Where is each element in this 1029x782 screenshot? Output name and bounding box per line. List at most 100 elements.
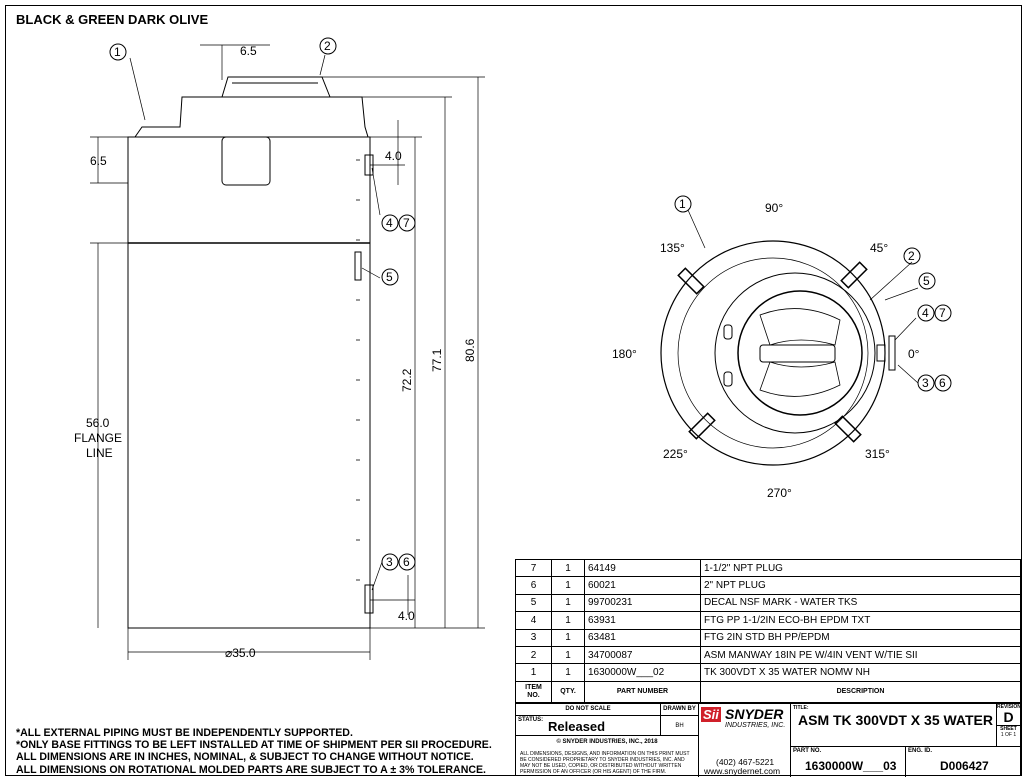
note: *ALL EXTERNAL PIPING MUST BE INDEPENDENT… (16, 727, 353, 739)
balloon: 7 (939, 306, 946, 320)
balloon: 3 (386, 555, 393, 569)
front-balloons: 1 2 4 7 5 3 6 (109, 37, 416, 571)
balloon: 4 (922, 306, 929, 320)
dim-manway-offset: 6.5 (240, 44, 257, 58)
bom-description: ASM MANWAY 18IN PE W/4IN VENT W/TIE SII (700, 645, 1021, 665)
status-label: STATUS: (518, 717, 544, 723)
dim-dome-height: 6.5 (90, 154, 107, 168)
header-desc: DESCRIPTION (700, 680, 1021, 703)
sheet-label: SHEET (1000, 726, 1017, 732)
eng-id-cell: ENG. ID. D006427 (906, 747, 1020, 777)
header-qty: QTY. (551, 680, 585, 703)
balloon: 7 (403, 216, 410, 230)
dimension-lines (90, 44, 485, 660)
disclaimer: ALL DIMENSIONS, DESIGNS, AND INFORMATION… (520, 751, 690, 775)
balloon: 6 (939, 376, 946, 390)
bom-part-number: 60021 (584, 576, 701, 595)
logo-mark: Sii (701, 707, 721, 722)
balloon: 3 (922, 376, 929, 390)
balloon: 5 (923, 274, 930, 288)
website: www.snydernet.com (704, 766, 781, 776)
level-marks (356, 159, 360, 581)
logo-area: Sii SNYDER INDUSTRIES, INC. (402) 467-52… (700, 704, 790, 777)
title-cell: TITLE: ASM TK 300VDT X 35 WATER (791, 704, 996, 747)
dim-line-label: LINE (86, 446, 113, 460)
note: *ONLY BASE FITTINGS TO BE LEFT INSTALLED… (16, 739, 492, 752)
bom-part-number: 63931 (584, 611, 701, 630)
bom-item: 7 (515, 558, 552, 578)
status-value: Released (548, 719, 606, 734)
bom-description: DECAL NSF MARK - WATER TKS (700, 593, 1021, 613)
dim-72: 72.2 (400, 368, 414, 392)
bom-qty: 1 (551, 593, 585, 613)
bom-part-number: 63481 (584, 628, 701, 647)
bom-item: 6 (515, 576, 552, 595)
bom-description: 1-1/2" NPT PLUG (700, 558, 1021, 578)
tie-down-slots (677, 261, 868, 443)
header-item: ITEM NO. (515, 680, 552, 703)
logo-name: SNYDER (725, 706, 784, 722)
dim-flange-label: FLANGE (74, 431, 122, 445)
bom-header: ITEM NO. QTY. PART NUMBER DESCRIPTION (515, 680, 1021, 703)
drawn-by: BH (661, 716, 698, 736)
do-not-scale: DO NOT SCALE (516, 704, 661, 716)
sheet: 1 OF 1 (1000, 732, 1017, 738)
header-part: PART NUMBER (584, 680, 701, 703)
top-view: 90° 45° 135° 180° 0° 225° 315° 270° 1 2 … (612, 195, 952, 500)
eng-id-label: ENG. ID. (908, 748, 933, 754)
bom-description: TK 300VDT X 35 WATER NOMW NH (700, 663, 1021, 682)
note: ALL DIMENSIONS ARE IN INCHES, NOMINAL, &… (16, 751, 474, 764)
dim-flange-line: 56.0 (86, 416, 110, 430)
eng-id: D006427 (940, 759, 989, 773)
angle-180: 180° (612, 347, 637, 361)
bom-item: 5 (515, 593, 552, 613)
status-cell: STATUS: Released (516, 716, 661, 736)
divider (698, 704, 699, 777)
bom-description: FTG 2IN STD BH PP/EPDM (700, 628, 1021, 647)
bom-part-number: 64149 (584, 558, 701, 578)
part-no: 1630000W___03 (805, 759, 897, 773)
bom-qty: 1 (551, 628, 585, 647)
notes: *ALL EXTERNAL PIPING MUST BE INDEPENDENT… (16, 727, 492, 776)
divider (790, 704, 791, 777)
front-view: 6.5 6.5 4.0 4.0 56.0 FLANGE LINE ⌀35.0 7… (74, 37, 485, 660)
tank-dome (134, 96, 369, 138)
angle-45: 45° (870, 241, 888, 255)
bom-qty: 1 (551, 611, 585, 630)
phone: (402) 467-5221 (716, 757, 775, 767)
bom-description: 2" NPT PLUG (700, 576, 1021, 595)
angle-135: 135° (660, 241, 685, 255)
title-label: TITLE: (793, 705, 809, 711)
title-block: DO NOT SCALE DRAWN BY STATUS: Released B… (515, 703, 1021, 777)
copyright: © SNYDER INDUSTRIES, INC., 2018 (556, 739, 658, 745)
bom-item: 2 (515, 645, 552, 665)
bom-item: 3 (515, 628, 552, 647)
balloon: 1 (679, 197, 686, 211)
revision-label: REVISION (997, 704, 1021, 710)
angle-90: 90° (765, 201, 783, 215)
angle-315: 315° (865, 447, 890, 461)
bom-qty: 1 (551, 645, 585, 665)
bom-qty: 1 (551, 576, 585, 595)
bom-qty: 1 (551, 558, 585, 578)
drawing-name: ASM TK 300VDT X 35 WATER (798, 712, 994, 728)
part-no-label: PART NO. (793, 748, 822, 754)
bom-part-number: 99700231 (584, 593, 701, 613)
drawing-border (5, 5, 1022, 776)
balloon: 2 (324, 39, 331, 53)
bom-description: FTG PP 1-1/2IN ECO-BH EPDM TXT (700, 611, 1021, 630)
bom-part-number: 1630000W___02 (584, 663, 701, 682)
balloon: 2 (908, 249, 915, 263)
balloon: 1 (114, 45, 121, 59)
bom-item: 4 (515, 611, 552, 630)
fitting-bottom (364, 584, 374, 614)
top-balloons: 1 2 5 4 7 3 6 (674, 195, 952, 392)
